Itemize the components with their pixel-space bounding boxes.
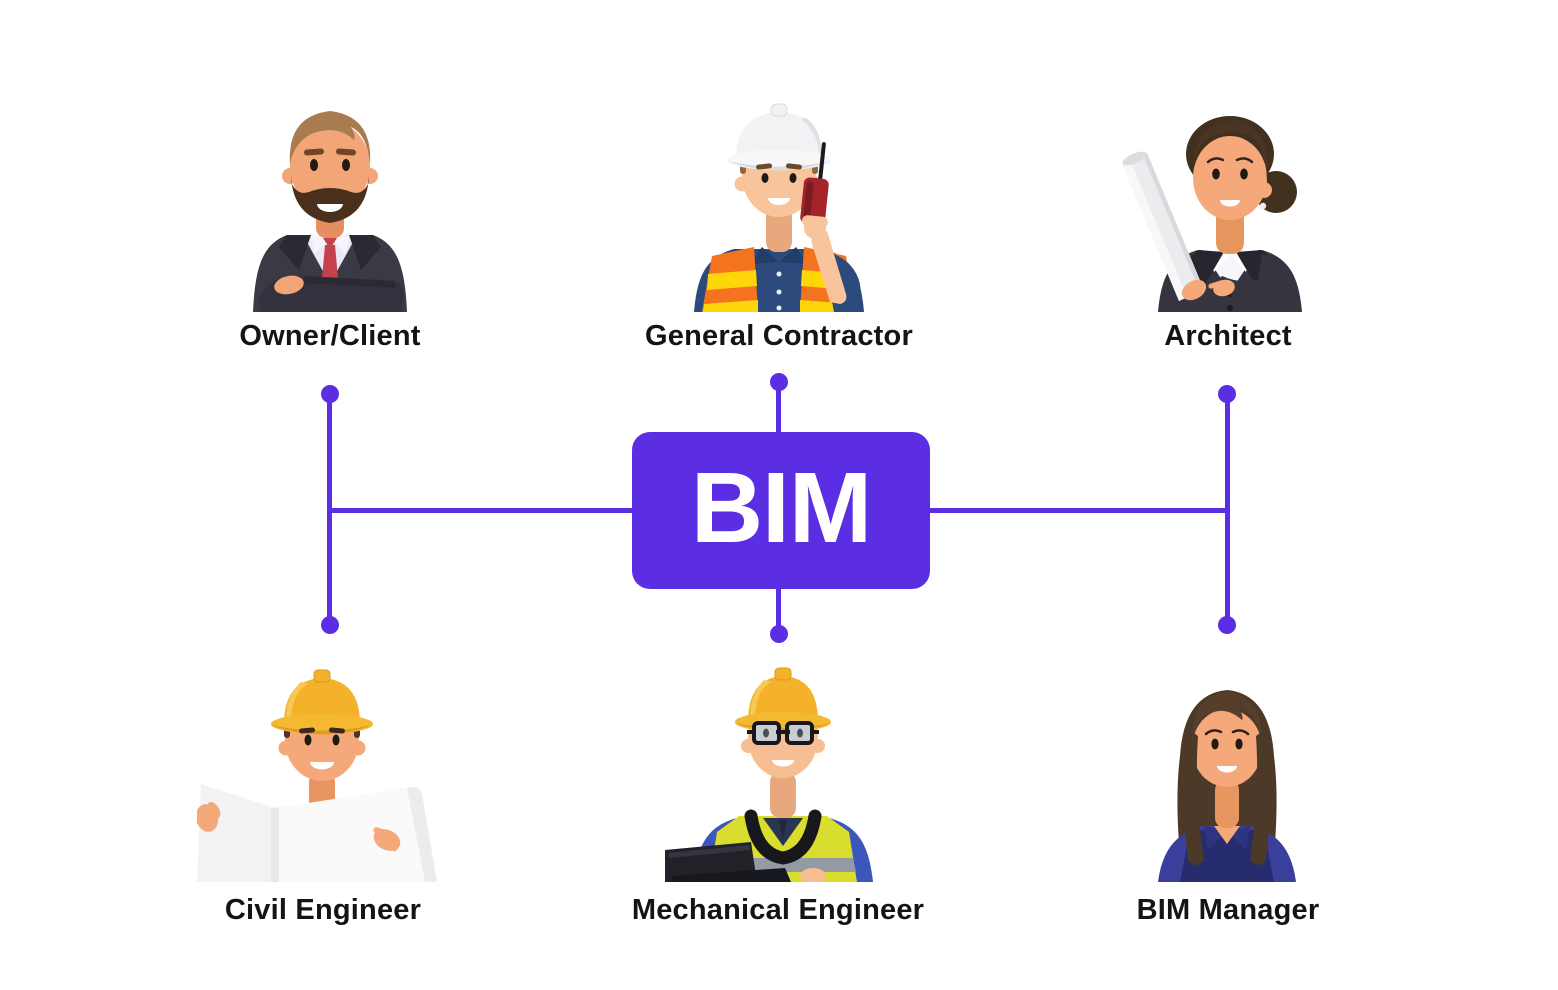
woman-navy-top-avatar bbox=[1158, 690, 1296, 882]
owner-client-label: Owner/Client bbox=[239, 320, 421, 352]
connector-dot-right-bottom bbox=[1218, 616, 1236, 634]
bim-manager-node bbox=[1134, 664, 1320, 882]
connector-dot-left-top bbox=[321, 385, 339, 403]
connector-dot-top-center bbox=[770, 373, 788, 391]
mechanical-engineer-label: Mechanical Engineer bbox=[631, 894, 925, 926]
architect-node bbox=[1100, 90, 1326, 312]
connector-top-center bbox=[776, 382, 781, 434]
architect-label: Architect bbox=[1164, 320, 1292, 352]
connector-right-horizontal bbox=[930, 508, 1227, 513]
connector-dot-left-bottom bbox=[321, 616, 339, 634]
general-contractor-node bbox=[684, 94, 874, 312]
bim-center-node: BIM bbox=[632, 432, 930, 589]
bim-label: BIM bbox=[690, 451, 872, 564]
connector-left-vertical bbox=[327, 393, 332, 626]
owner-client-node bbox=[245, 84, 415, 312]
connector-bottom-center bbox=[776, 588, 781, 635]
engineer-laptop-avatar bbox=[665, 667, 873, 882]
bim-manager-label: BIM Manager bbox=[1136, 894, 1320, 926]
connector-left-horizontal bbox=[330, 508, 632, 513]
connector-right-vertical bbox=[1225, 393, 1230, 626]
civil-engineer-label: Civil Engineer bbox=[224, 894, 422, 926]
businesswoman-blueprint-avatar bbox=[1122, 116, 1302, 312]
general-contractor-label: General Contractor bbox=[645, 320, 913, 352]
connector-dot-right-top bbox=[1218, 385, 1236, 403]
civil-engineer-node bbox=[197, 660, 447, 882]
worker-hard-hat-walkie-talkie-avatar bbox=[694, 103, 864, 312]
businessman-arms-crossed-avatar bbox=[253, 111, 407, 312]
connector-dot-bottom-center bbox=[770, 625, 788, 643]
mechanical-engineer-node bbox=[665, 660, 890, 882]
engineer-open-plan-avatar bbox=[197, 669, 437, 882]
